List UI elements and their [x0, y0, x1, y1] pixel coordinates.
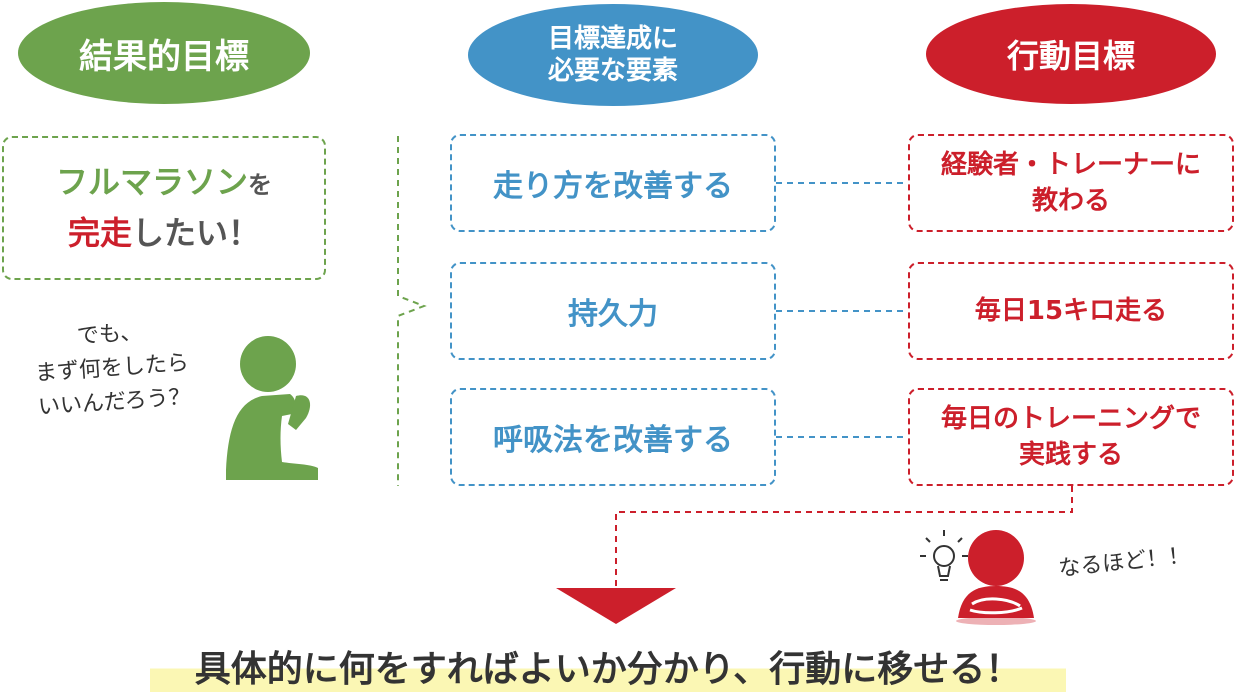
required-element-label: 呼吸法を改善する	[493, 423, 733, 458]
required-element-label: 持久力	[568, 297, 658, 332]
result-goal-complete: 完走	[67, 214, 132, 252]
arms-crossed-person-icon	[956, 530, 1036, 625]
action-goal-line1: 毎日15キロ走る	[974, 295, 1168, 326]
lightbulb-icon	[920, 530, 968, 581]
result-goal-text: フルマラソンを 完走したい！	[56, 157, 272, 259]
result-goal-box: フルマラソンを 完走したい！	[2, 136, 326, 280]
required-element-box: 持久力	[450, 262, 776, 360]
action-goal-line2: 教わる	[1031, 186, 1110, 216]
result-goal-line1: フルマラソンを	[56, 157, 272, 208]
action-goal-line1: 毎日のトレーニングで	[940, 403, 1201, 434]
conclusion-connector	[615, 486, 1073, 588]
header-result-goal: 結果的目標	[18, 2, 310, 104]
header-result-goal-label: 結果的目標	[79, 36, 249, 77]
header-required-elements-line2: 必要な要素	[547, 56, 678, 86]
header-action-goal: 行動目標	[926, 4, 1216, 104]
down-arrow-icon	[556, 588, 676, 624]
required-element-box: 走り方を改善する	[450, 134, 776, 232]
result-goal-want: したい！	[131, 214, 260, 252]
header-required-elements: 目標達成に 必要な要素	[468, 4, 758, 106]
action-goal-box: 毎日のトレーニングで 実践する	[908, 388, 1234, 486]
result-goal-particle: を	[248, 170, 272, 199]
action-goal-box: 経験者・トレーナーに 教わる	[908, 134, 1234, 232]
action-goal-box: 毎日15キロ走る	[908, 262, 1234, 360]
bracket-connector	[397, 136, 427, 486]
action-goal-line1: 経験者・トレーナーに	[940, 149, 1201, 180]
required-element-label: 走り方を改善する	[493, 169, 733, 204]
required-element-box: 呼吸法を改善する	[450, 388, 776, 486]
conclusion-text: 具体的に何をすればよいか分かり、行動に移せる！	[150, 640, 1066, 692]
action-goal-line2: 実践する	[1018, 440, 1123, 470]
header-required-elements-line1: 目標達成に	[547, 23, 678, 54]
thinking-person-icon	[226, 336, 318, 480]
header-action-goal-label: 行動目標	[1006, 37, 1135, 75]
result-goal-marathon: フルマラソン	[55, 162, 248, 201]
result-goal-line2: 完走したい！	[56, 208, 272, 259]
